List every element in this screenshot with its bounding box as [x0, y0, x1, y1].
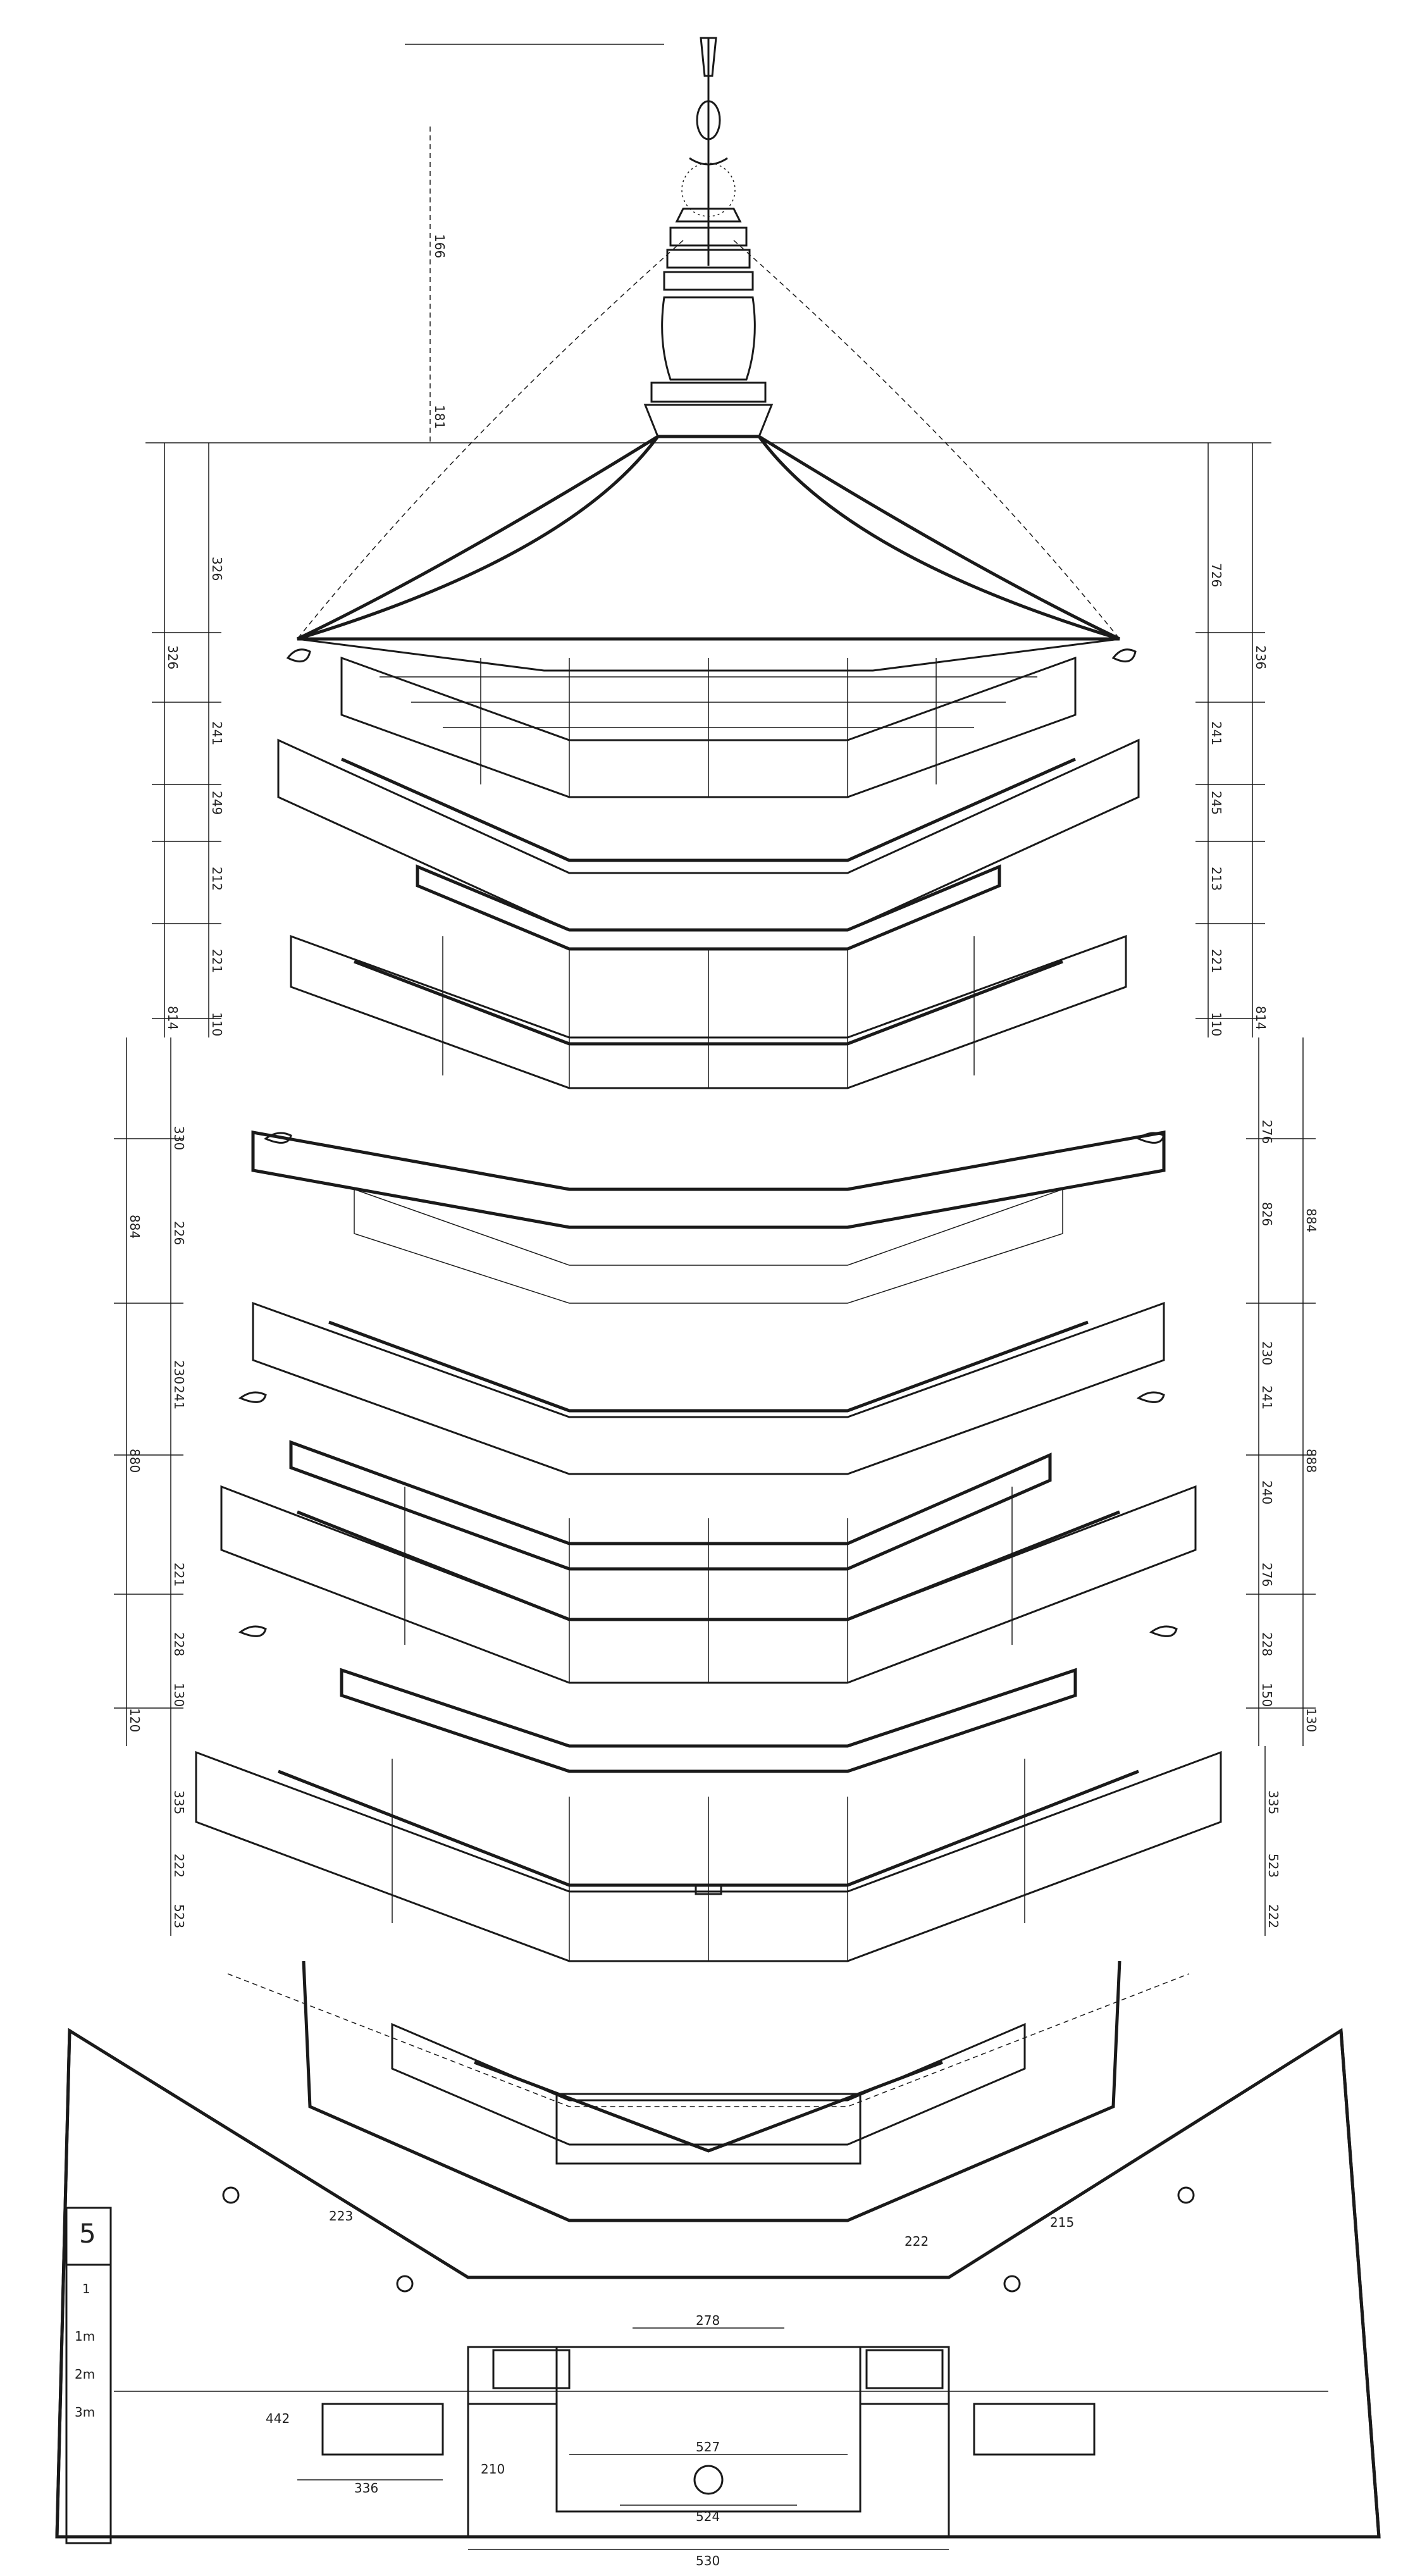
dim-base-5: 210	[481, 2461, 505, 2477]
dim-left-low-1: 222	[171, 1854, 187, 1878]
spire-dimension-lines: 166 181	[145, 44, 1271, 443]
dim-right-mid-9: 150	[1259, 1683, 1275, 1707]
dim-right-upper-4: 213	[1209, 867, 1224, 891]
dim-right-mid-10: 130	[1304, 1708, 1319, 1732]
dim-right-mid-0: 276	[1259, 1120, 1275, 1144]
stone-platform	[55, 2028, 1381, 2539]
dim-left-upper-1: 326	[165, 645, 180, 669]
dim-right-low-0: 335	[1266, 1790, 1281, 1814]
ground-floor	[227, 1960, 1190, 2222]
dim-right-upper-5: 221	[1209, 949, 1224, 973]
dim-base-4: 336	[354, 2480, 378, 2496]
dim-right-low-2: 222	[1266, 1904, 1281, 1928]
dim-right-upper-2: 241	[1209, 721, 1224, 745]
legend-mark-3: 2m	[75, 2367, 95, 2382]
legend-mark-4: 3m	[75, 2405, 95, 2420]
dim-right-upper-0: 726	[1209, 563, 1224, 587]
upper-dimension-right: 726 236 241 245 213 221 110 814	[1195, 443, 1268, 1037]
dim-left-upper-3: 249	[209, 791, 225, 815]
middle-layers	[220, 1130, 1197, 1773]
dim-left-upper-5: 221	[209, 949, 225, 973]
dim-base-8: 223	[329, 2208, 353, 2224]
dim-right-mid-8: 228	[1259, 1632, 1275, 1656]
lower-layers	[195, 1750, 1222, 1962]
dim-left-mid-4: 241	[171, 1385, 187, 1409]
dim-left-mid-6: 221	[171, 1563, 187, 1587]
spire	[643, 37, 774, 438]
dim-left-mid-1: 884	[127, 1215, 142, 1239]
dim-left-mid-5: 880	[127, 1449, 142, 1473]
lower-dimension-left: 335 222 523	[170, 1746, 187, 1936]
dim-right-upper-1: 236	[1253, 645, 1268, 669]
dim-base-3: 530	[696, 2553, 720, 2568]
base-dimensions: 278 524 527 530 336 210 442 222 223 215	[266, 2208, 1074, 2568]
top-roof	[286, 240, 1137, 672]
scale-legend: 5 1 1m 2m 3m	[65, 2207, 112, 2544]
dim-left-low-0: 335	[171, 1790, 187, 1814]
spire-dimension-bottom: 181	[432, 405, 447, 429]
dim-base-9: 215	[1050, 2215, 1074, 2230]
dim-left-upper-4: 212	[209, 867, 225, 891]
dim-right-upper-7: 814	[1253, 1006, 1268, 1030]
legend-mark-1: 1	[82, 2281, 90, 2296]
dim-left-mid-7: 228	[171, 1632, 187, 1656]
dim-base-0: 278	[696, 2313, 720, 2328]
dim-base-1: 524	[696, 2509, 720, 2524]
dim-left-mid-2: 226	[171, 1221, 187, 1245]
dim-right-mid-6: 240	[1259, 1480, 1275, 1504]
legend-mark-0: 5	[79, 2218, 96, 2249]
dim-right-mid-3: 230	[1259, 1341, 1275, 1365]
dim-right-mid-2: 884	[1304, 1208, 1319, 1232]
upper-layers	[277, 656, 1140, 1089]
dim-right-mid-4: 241	[1259, 1385, 1275, 1409]
dim-right-mid-7: 276	[1259, 1563, 1275, 1587]
dim-right-upper-6: 110	[1209, 1012, 1224, 1036]
dim-base-6: 442	[266, 2411, 290, 2426]
middle-dimension-right: 276 826 884 230 241 888 240 276 228 150 …	[1246, 1037, 1319, 1746]
dim-base-2: 527	[696, 2439, 720, 2455]
dim-right-low-1: 523	[1266, 1854, 1281, 1878]
upper-dimension-left: 326 326 241 249 212 221 110 814	[152, 443, 225, 1037]
legend-mark-2: 1m	[75, 2329, 95, 2344]
dim-left-mid-8: 130	[171, 1683, 187, 1707]
dim-left-upper-6: 110	[209, 1012, 225, 1036]
dim-right-mid-1: 826	[1259, 1202, 1275, 1226]
dim-left-upper-2: 241	[209, 721, 225, 745]
dim-left-mid-9: 120	[127, 1708, 142, 1732]
dim-left-low-2: 523	[171, 1904, 187, 1928]
spire-dimension-top: 166	[432, 234, 447, 258]
dim-base-7: 222	[905, 2234, 929, 2249]
dim-right-mid-5: 888	[1304, 1449, 1319, 1473]
dim-left-upper-7: 814	[165, 1006, 180, 1030]
dim-right-upper-3: 245	[1209, 791, 1224, 815]
middle-dimension-left: 330 884 226 230 241 880 221 228 130 120	[114, 1037, 187, 1746]
dim-left-mid-0: 330	[171, 1126, 187, 1150]
dim-left-mid-3: 230	[171, 1360, 187, 1384]
dim-left-upper-0: 326	[209, 557, 225, 581]
lower-dimension-right: 335 523 222	[1264, 1746, 1281, 1936]
